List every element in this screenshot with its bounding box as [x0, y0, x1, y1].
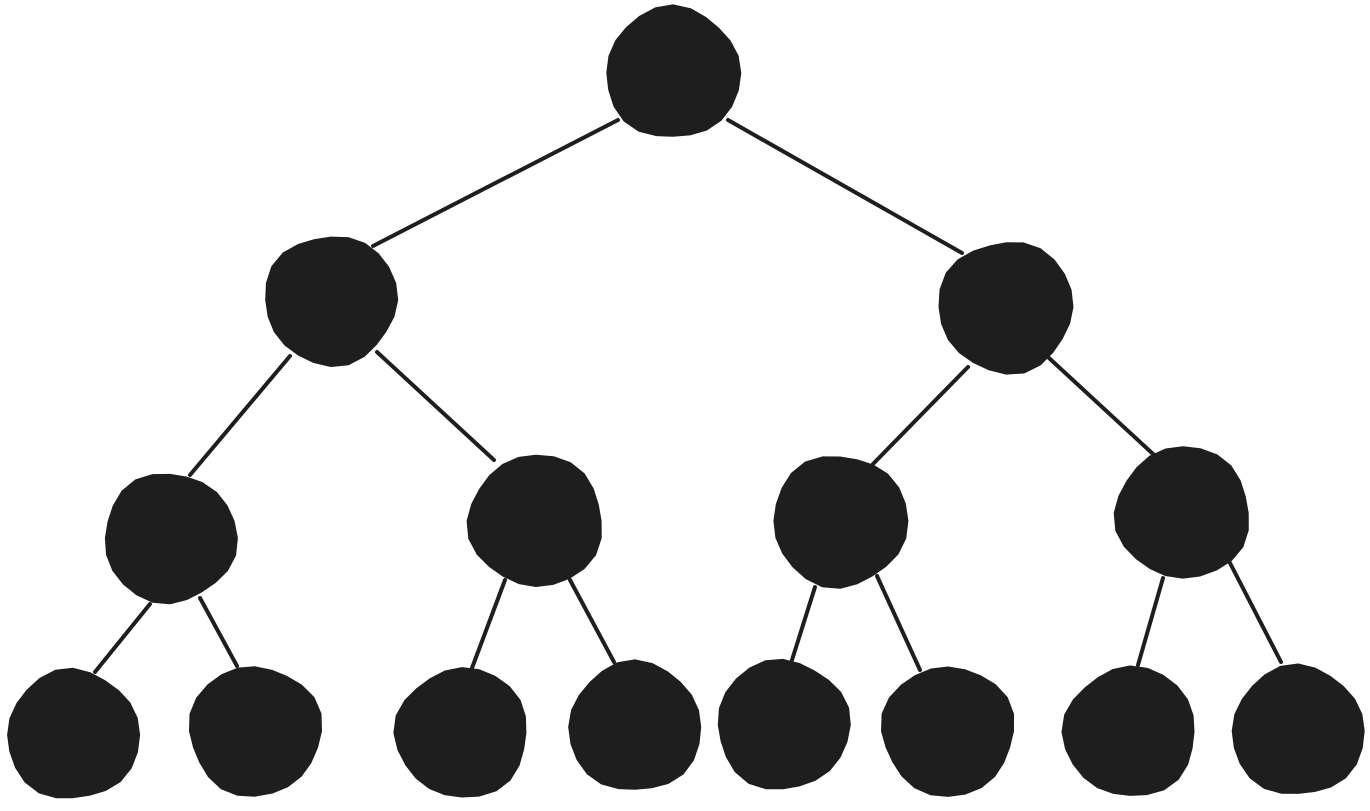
tree-node-n8 [7, 667, 141, 799]
edge-n2-n4 [188, 354, 292, 477]
edge-n1-n2 [371, 118, 620, 248]
tree-node-n6 [773, 456, 909, 589]
tree-node-n1 [606, 4, 742, 137]
edge-n2-n5 [375, 350, 496, 462]
edge-n7-n15 [1228, 561, 1283, 664]
edge-n6-n13 [875, 574, 922, 672]
edges [93, 118, 1283, 674]
tree-node-n5 [466, 454, 602, 587]
tree-node-n11 [568, 659, 702, 790]
edge-n1-n3 [726, 118, 964, 255]
tree-node-n3 [938, 242, 1074, 375]
edge-n6-n12 [790, 585, 817, 662]
tree-node-n9 [189, 666, 322, 797]
edge-n5-n11 [568, 578, 616, 664]
nodes [7, 4, 1365, 799]
tree-node-n13 [881, 666, 1014, 797]
tree-node-n14 [1061, 665, 1195, 796]
edge-n3-n7 [1047, 356, 1155, 456]
edge-n4-n8 [93, 602, 152, 674]
tree-node-n10 [393, 667, 527, 798]
edge-n7-n14 [1136, 576, 1165, 667]
tree-node-n15 [1231, 663, 1365, 794]
tree-node-n7 [1113, 446, 1249, 579]
tree-node-n4 [104, 473, 238, 605]
edge-n5-n10 [470, 578, 507, 670]
tree-node-n12 [717, 658, 851, 790]
edge-n4-n9 [198, 596, 239, 668]
tree-node-n2 [265, 236, 399, 367]
edge-n3-n6 [871, 365, 970, 466]
